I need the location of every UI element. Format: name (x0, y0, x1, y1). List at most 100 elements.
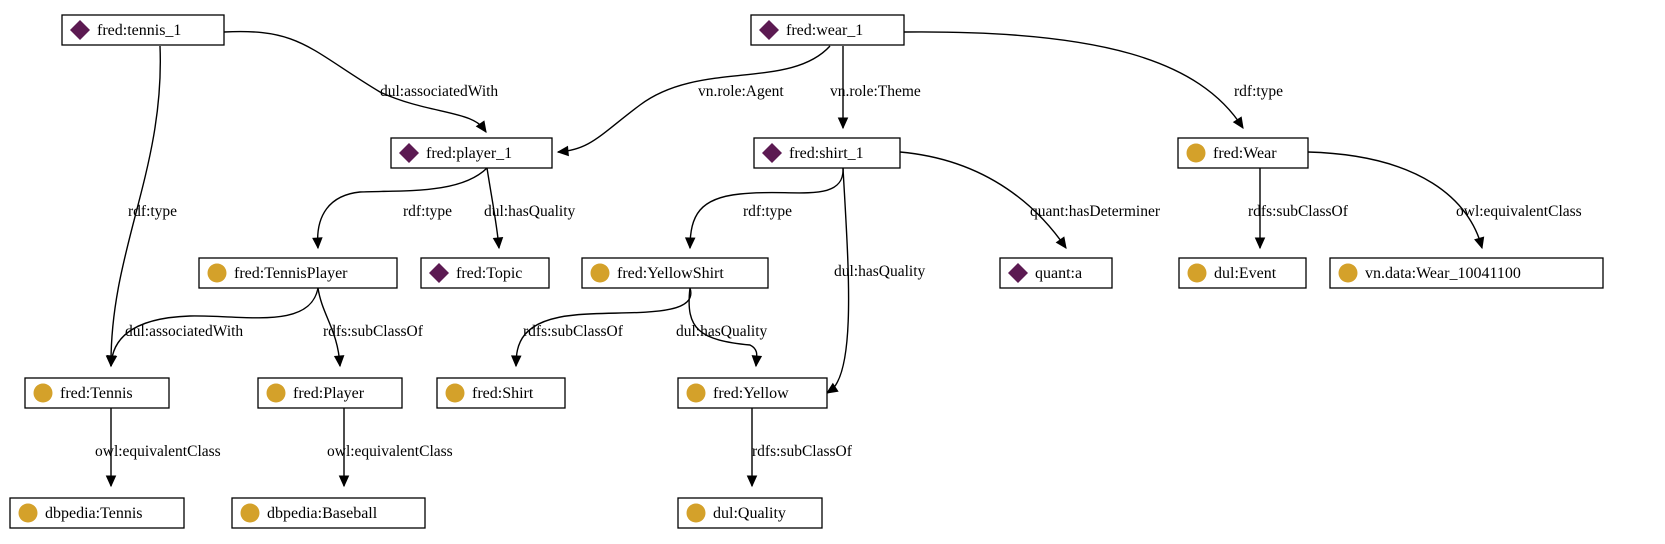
edge-tennisplayer-to-player: rdfs:subClassOf (317, 287, 424, 368)
node-label: dul:Event (1214, 265, 1277, 282)
node-tennis[interactable]: fred:Tennis (24, 377, 170, 409)
diamond-icon (1008, 263, 1028, 283)
node-label: fred:Wear (1213, 145, 1277, 162)
edge-line (110, 287, 319, 367)
edge-tennis-to-dbp-tennis: owl:equivalentClass (95, 408, 221, 488)
edges-layer: dul:associatedWith rdf:type vn.role:Agent v… (95, 30, 1582, 488)
arrowhead-icon (746, 475, 758, 488)
node-label: fred:YellowShirt (617, 265, 724, 282)
node-label: vn.data:Wear_10041100 (1365, 265, 1521, 282)
node-label: fred:player_1 (426, 145, 512, 162)
node-box (581, 257, 769, 289)
edge-line (1307, 151, 1483, 249)
edge-label: rdfs:subClassOf (752, 443, 853, 460)
node-wear-1[interactable]: fred:wear_1 (750, 14, 905, 46)
circle-icon (590, 263, 610, 283)
node-dbp-baseball[interactable]: dbpedia:Baseball (231, 497, 426, 529)
node-player-1[interactable]: fred:player_1 (390, 137, 553, 169)
edge-label: dul:hasQuality (834, 263, 926, 280)
circle-icon (33, 383, 53, 403)
edge-label: dul:hasQuality (484, 203, 576, 220)
edge-line (316, 167, 488, 249)
node-box (231, 497, 426, 529)
edge-line (903, 31, 1244, 129)
circle-icon (266, 383, 286, 403)
node-tennis-1[interactable]: fred:tennis_1 (61, 14, 225, 46)
node-wear-10041100[interactable]: vn.data:Wear_10041100 (1329, 257, 1604, 289)
arrowhead-icon (1474, 236, 1485, 250)
node-label: fred:Yellow (713, 385, 789, 402)
edge-label: owl:equivalentClass (1456, 203, 1582, 220)
node-label: fred:Topic (456, 265, 522, 282)
diamond-icon (399, 143, 419, 163)
edge-line (557, 45, 831, 153)
arrowhead-icon (312, 237, 323, 250)
edge-label: rdfs:subClassOf (523, 323, 624, 340)
node-shirt[interactable]: fred:Shirt (436, 377, 566, 409)
node-label: dbpedia:Tennis (45, 505, 143, 522)
edge-shirt-1-to-quant-a: quant:hasDeterminer (899, 151, 1161, 249)
node-box (9, 497, 185, 529)
arrowhead-icon (106, 355, 118, 368)
edge-label: vn.role:Theme (830, 83, 921, 100)
edge-player-1-to-tennisplayer: rdf:type (312, 167, 488, 250)
arrowhead-icon (492, 237, 504, 250)
edge-wear-1-to-player-1: vn.role:Agent (556, 45, 831, 157)
edge-label: rdf:type (403, 203, 452, 220)
node-yellowshirt[interactable]: fred:YellowShirt (581, 257, 769, 289)
node-yellow[interactable]: fred:Yellow (677, 377, 828, 409)
edge-yellowshirt-to-shirt: rdfs:subClassOf (510, 287, 692, 368)
node-label: fred:shirt_1 (789, 145, 864, 162)
node-label: dul:Quality (713, 505, 786, 522)
circle-icon (1186, 143, 1206, 163)
node-label: fred:Player (293, 385, 365, 402)
diamond-icon (429, 263, 449, 283)
edge-line (689, 167, 844, 249)
edge-label: rdf:type (1234, 83, 1283, 100)
edge-wear-1-to-wear: rdf:type (903, 31, 1283, 130)
edge-wear-to-event: rdfs:subClassOf (1248, 168, 1349, 250)
edge-wear-1-to-shirt-1: vn.role:Theme (830, 46, 921, 130)
circle-icon (1338, 263, 1358, 283)
edge-line (899, 151, 1067, 249)
arrowhead-icon (751, 355, 763, 368)
node-label: fred:Tennis (60, 385, 133, 402)
arrowhead-icon (475, 120, 487, 134)
circle-icon (686, 383, 706, 403)
edge-line (826, 167, 850, 394)
circle-icon (445, 383, 465, 403)
node-dbp-tennis[interactable]: dbpedia:Tennis (9, 497, 185, 529)
node-quant-a[interactable]: quant:a (999, 257, 1113, 289)
node-box (61, 14, 225, 46)
node-label: dbpedia:Baseball (267, 505, 378, 522)
node-label: fred:TennisPlayer (234, 265, 348, 282)
edge-label: rdf:type (128, 203, 177, 220)
node-tennisplayer[interactable]: fred:TennisPlayer (198, 257, 398, 289)
node-quality[interactable]: dul:Quality (677, 497, 823, 529)
edge-line (110, 45, 162, 367)
edge-player-to-dbp-baseball: owl:equivalentClass (327, 408, 453, 488)
circle-icon (18, 503, 38, 523)
diamond-icon (759, 20, 779, 40)
node-label: fred:wear_1 (786, 22, 863, 39)
arrowhead-icon (825, 382, 839, 394)
circle-icon (1187, 263, 1207, 283)
edge-label: owl:equivalentClass (327, 443, 453, 460)
node-topic[interactable]: fred:Topic (420, 257, 550, 289)
edge-label: dul:associatedWith (380, 83, 498, 100)
arrowhead-icon (510, 355, 522, 368)
node-shirt-1[interactable]: fred:shirt_1 (753, 137, 901, 169)
node-event[interactable]: dul:Event (1178, 257, 1307, 289)
edge-tennisplayer-to-tennis: dul:associatedWith (106, 287, 319, 368)
node-box (1329, 257, 1604, 289)
edge-wear-to-wear-10041100: owl:equivalentClass (1307, 151, 1582, 250)
node-wear[interactable]: fred:Wear (1177, 137, 1309, 169)
node-player[interactable]: fred:Player (257, 377, 403, 409)
edge-line (515, 287, 692, 367)
edge-label: rdfs:subClassOf (1248, 203, 1349, 220)
edge-label: vn.role:Agent (698, 83, 784, 100)
node-label: quant:a (1035, 265, 1082, 282)
arrowhead-icon (1254, 237, 1266, 250)
